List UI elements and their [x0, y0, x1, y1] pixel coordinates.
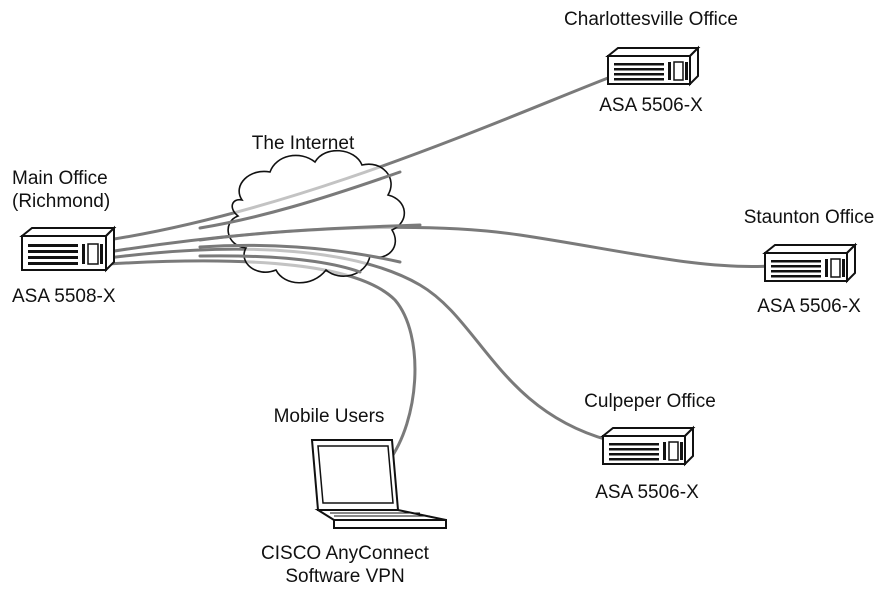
asa-firewall-icon [762, 242, 858, 284]
staunton-office-model: ASA 5506-X [757, 296, 861, 317]
culpeper-office-model: ASA 5506-X [595, 482, 699, 503]
mobile-users-label: Mobile Users [273, 406, 385, 427]
link-main-to-mobile [106, 259, 417, 464]
link-main-to-charlottesville [106, 76, 610, 242]
main-office-name: Main Office [12, 168, 108, 189]
asa-firewall-icon [605, 45, 701, 87]
main-office-city: (Richmond) [12, 191, 111, 212]
cloud-icon [227, 149, 406, 284]
charlottesville-office-model: ASA 5506-X [599, 95, 703, 116]
laptop-icon [310, 439, 447, 529]
cloud-label: The Internet [251, 133, 355, 154]
vpn-client-line1: CISCO AnyConnect [261, 543, 429, 564]
charlottesville-office-name: Charlottesville Office [564, 9, 738, 30]
vpn-client-line2: Software VPN [285, 566, 405, 587]
staunton-office-name: Staunton Office [743, 207, 875, 228]
culpeper-office-name: Culpeper Office [584, 391, 716, 412]
link-main-to-culpeper [106, 247, 610, 442]
main-office-model: ASA 5508-X [12, 286, 116, 307]
asa-firewall-icon [19, 225, 117, 273]
asa-firewall-icon [600, 425, 696, 467]
